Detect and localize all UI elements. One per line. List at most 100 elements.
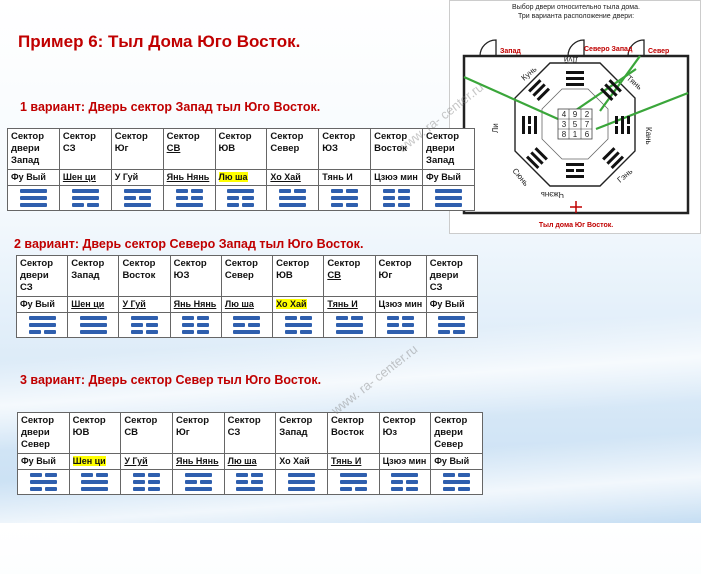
- trigram-cell: [171, 469, 225, 495]
- diagram-caption: Выбор двери относительно тыла дома. Три …: [512, 4, 640, 20]
- svg-text:Дуй: Дуй: [564, 55, 578, 64]
- svg-text:Чжэнь: Чжэнь: [541, 190, 564, 199]
- star-name: Цзюэ мин: [378, 453, 432, 470]
- trigram-icon: [114, 189, 161, 207]
- bagua-diagram: Выбор двери относительно тыла дома. Три …: [449, 0, 701, 234]
- star-name: Янь Нянь: [169, 296, 222, 313]
- svg-text:6: 6: [585, 130, 590, 139]
- trigram-icon: [224, 316, 270, 334]
- star-name: У Гуй: [120, 453, 173, 470]
- svg-text:Гэнь: Гэнь: [616, 167, 635, 185]
- star-name: Фу Вый: [17, 453, 70, 470]
- trigram-cell: [326, 469, 380, 495]
- trigram-cell: [110, 185, 164, 211]
- trigram-cell: [223, 469, 277, 495]
- trigram-icon: [121, 316, 167, 334]
- star-name: У Гуй: [118, 296, 171, 313]
- trigram-icon: [175, 473, 222, 491]
- trigram-icon: [326, 316, 372, 334]
- svg-text:Тянь: Тянь: [625, 74, 644, 92]
- star-name: Фу Вый: [15, 296, 69, 313]
- star-name: Цзюэ мин: [370, 169, 423, 186]
- trigram-cell: [374, 312, 427, 338]
- trigram-icon: [10, 189, 57, 207]
- star-name: Янь Нянь: [171, 453, 225, 470]
- star-name: Фу Вый: [425, 296, 479, 313]
- bagua-svg: Запад Северо Запад Север 4 9 2 3 5 7 8 1…: [462, 39, 690, 229]
- trigram-cell: [68, 469, 122, 495]
- trigram-icon: [166, 189, 213, 207]
- trigram-cell: [266, 185, 320, 211]
- trigram-icon: [72, 473, 119, 491]
- svg-text:Ли: Ли: [491, 123, 500, 133]
- star-name: Лю ша: [214, 169, 268, 186]
- trigram-cell: [169, 312, 222, 338]
- trigram-icon: [321, 189, 368, 207]
- star-name: Хо Хай: [272, 296, 325, 313]
- page-title: Пример 6: Тыл Дома Юго Восток.: [18, 32, 301, 51]
- trigram-icon: [123, 473, 170, 491]
- trigram-icon: [269, 189, 316, 207]
- star-name: Тянь И: [318, 169, 372, 186]
- star-name: Фу Вый: [7, 169, 60, 186]
- svg-text:5: 5: [573, 120, 578, 129]
- trigram-cell: [15, 312, 69, 338]
- trigram-cell: [214, 185, 268, 211]
- trigram-icon: [378, 316, 424, 334]
- trigram-icon: [330, 473, 377, 491]
- trigram-cell: [430, 469, 483, 495]
- trigram-cell: [162, 185, 216, 211]
- trigram-icon: [278, 473, 325, 491]
- svg-text:1: 1: [573, 130, 578, 139]
- trigram-cell: [318, 185, 372, 211]
- svg-text:Сюнь: Сюнь: [510, 167, 530, 188]
- trigram-icon: [218, 189, 265, 207]
- trigram-cell: [378, 469, 432, 495]
- star-name: Шен ци: [68, 453, 122, 470]
- back-of-house-label: Тыл дома Юг Восток.: [539, 222, 613, 229]
- svg-text:4: 4: [562, 110, 567, 119]
- trigram-cell: [220, 312, 274, 338]
- star-name: Хо Хай: [275, 453, 328, 470]
- trigram-icon: [173, 316, 219, 334]
- star-name: Шен ци: [58, 169, 112, 186]
- star-name: Тянь И: [326, 453, 380, 470]
- star-name: Шен ци: [67, 296, 120, 313]
- svg-text:9: 9: [573, 110, 578, 119]
- star-name: Лю ша: [223, 453, 277, 470]
- trigram-icon: [227, 473, 274, 491]
- star-name: Лю ша: [220, 296, 274, 313]
- variant-3-heading: 3 вариант: Дверь сектор Север тыл Юго Во…: [20, 373, 322, 387]
- trigram-icon: [382, 473, 429, 491]
- trigram-cell: [275, 469, 328, 495]
- trigram-cell: [120, 469, 173, 495]
- star-name: Хо Хай: [266, 169, 320, 186]
- variant-1-heading: 1 вариант: Дверь сектор Запад тыл Юго Во…: [20, 100, 321, 114]
- trigram-icon: [70, 316, 116, 334]
- trigram-cell: [58, 185, 112, 211]
